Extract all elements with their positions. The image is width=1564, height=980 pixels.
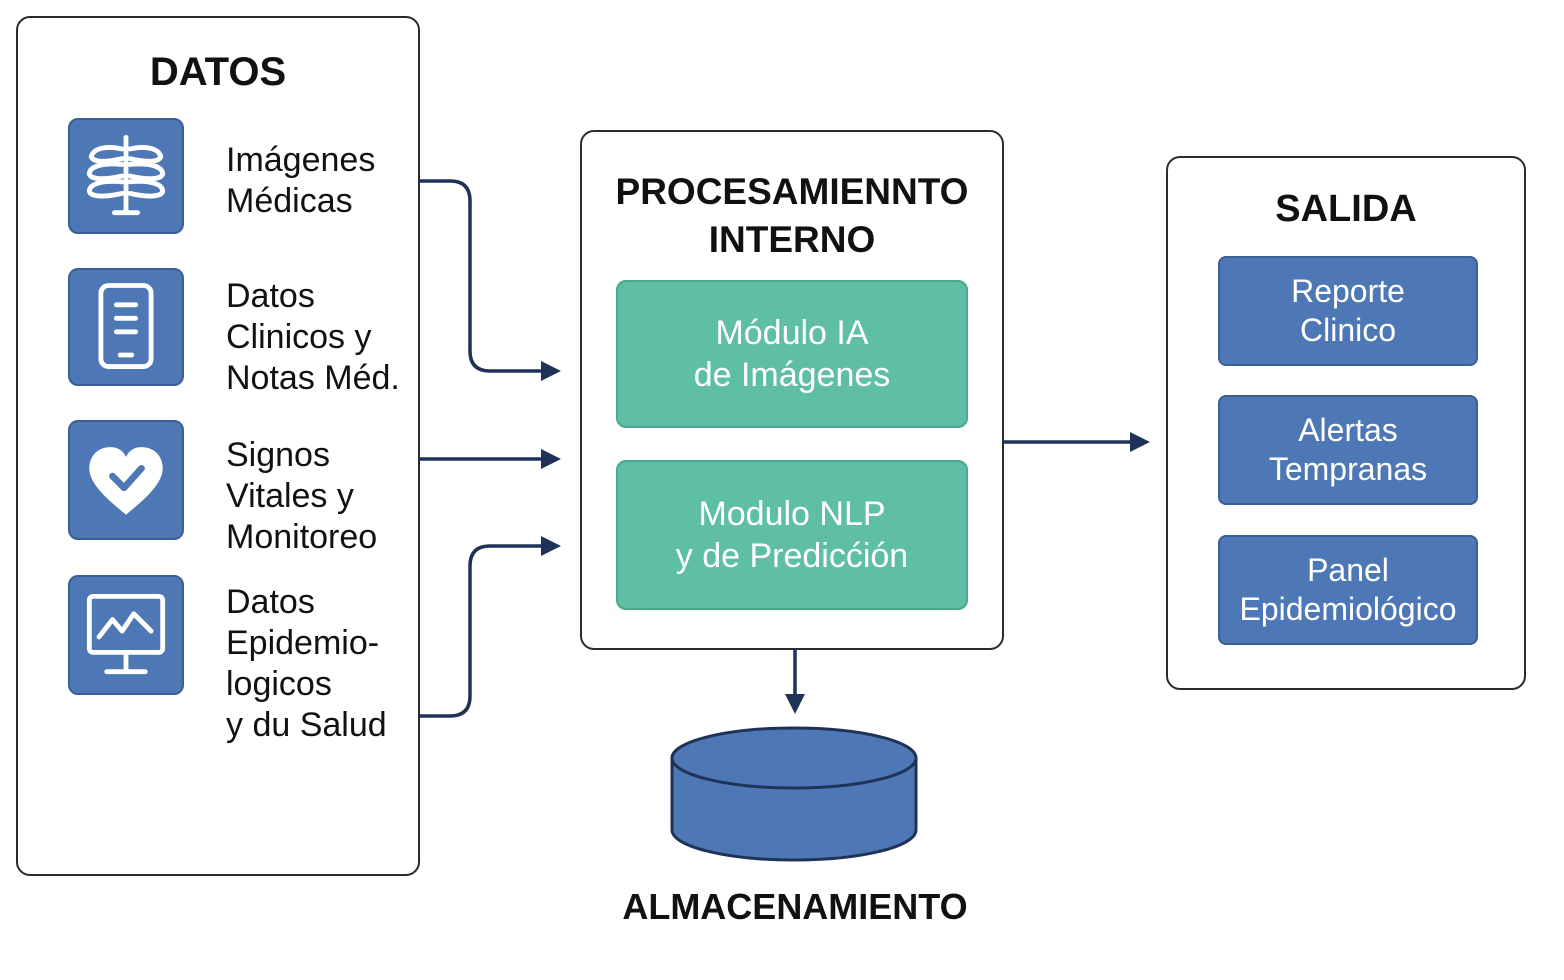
procesamiento-title: PROCESAMIENNTO INTERNO xyxy=(615,171,969,260)
ribcage-icon xyxy=(68,118,184,234)
module-nlp-prediccion: Modulo NLP y de Predicćión xyxy=(616,460,968,610)
arrow-epidemio-to-procesamiento xyxy=(418,536,561,718)
heart-icon xyxy=(68,420,184,540)
arrow-imagenes-to-procesamiento xyxy=(418,179,561,381)
monitor-chart-icon xyxy=(68,575,184,695)
source-label-imagenes: Imágenes Médicas xyxy=(226,141,376,220)
salida-title: SALIDA xyxy=(1275,188,1417,230)
datos-title: DATOS xyxy=(149,50,287,94)
output-panel-epidemiologico: Panel Epidemiológico xyxy=(1218,535,1478,645)
output-alertas-tempranas: Alertas Tempranas xyxy=(1218,395,1478,505)
module-ia-imagenes: Módulo IA de Imágenes xyxy=(616,280,968,428)
output-reporte-clinico: Reporte Clinico xyxy=(1218,256,1478,366)
tablet-icon xyxy=(68,268,184,386)
source-label-clinicos: Datos Clinicos y Notas Méd. xyxy=(226,277,400,397)
database-cylinder-icon xyxy=(670,726,918,862)
source-label-signos: Signos Vitales y Monitoreo xyxy=(226,436,378,556)
almacenamiento-label: ALMACENAMIENTO xyxy=(622,886,968,927)
source-label-epidemio: Datos Epidemio- logicos y du Salud xyxy=(226,583,387,744)
